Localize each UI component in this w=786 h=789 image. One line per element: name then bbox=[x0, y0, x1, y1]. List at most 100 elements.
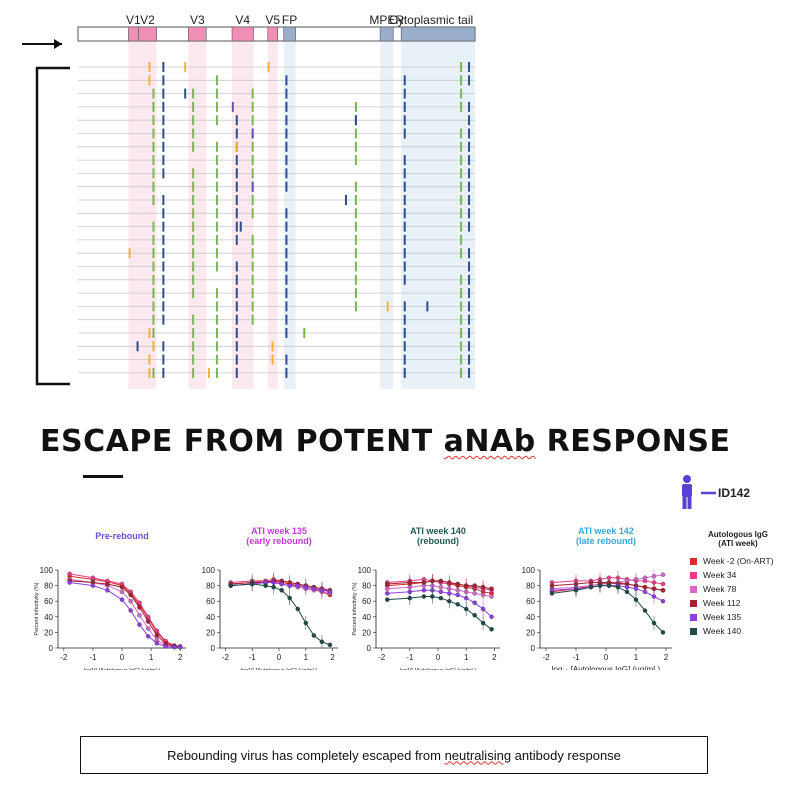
region-block-7 bbox=[400, 26, 476, 42]
x-tick-label: -1 bbox=[249, 653, 257, 662]
data-point bbox=[455, 588, 460, 593]
data-point bbox=[438, 584, 444, 590]
x-tick-label: -2 bbox=[222, 653, 230, 662]
data-point bbox=[137, 612, 142, 618]
data-point bbox=[263, 583, 268, 588]
data-point bbox=[573, 588, 579, 593]
y-tick-label: 60 bbox=[362, 597, 371, 606]
series-0 bbox=[228, 574, 333, 599]
data-point bbox=[137, 622, 142, 627]
data-point bbox=[549, 591, 555, 596]
legend-swatch bbox=[690, 599, 697, 607]
y-tick-label: 0 bbox=[531, 644, 536, 653]
data-point bbox=[633, 586, 639, 591]
data-point bbox=[651, 594, 657, 599]
participant-badge: ID142 bbox=[676, 474, 776, 514]
data-point bbox=[407, 580, 413, 585]
data-point bbox=[119, 597, 125, 602]
y-axis-label: Percent infectivity (%) bbox=[352, 582, 358, 635]
x-tick-label: 2 bbox=[178, 653, 183, 662]
y-tick-label: 20 bbox=[362, 628, 371, 637]
legend-item: Week 140 bbox=[690, 624, 786, 638]
data-point bbox=[279, 581, 284, 587]
data-point bbox=[438, 595, 444, 601]
x-tick-label: 1 bbox=[304, 653, 309, 662]
chart-panel-1: ATI week 135(early rebound)020406080100-… bbox=[202, 526, 338, 670]
legend: Autologous IgG(ATI week) Week -2 (On-ART… bbox=[690, 530, 786, 638]
region-block-3 bbox=[231, 26, 254, 42]
data-point bbox=[67, 571, 72, 577]
legend-item: Week 34 bbox=[690, 568, 786, 582]
series-4 bbox=[228, 575, 333, 598]
region-column-7 bbox=[401, 41, 475, 389]
note-highlight-word: neutralising bbox=[444, 747, 512, 763]
title-highlight-word: aNAb bbox=[443, 424, 536, 459]
legend-swatch bbox=[690, 613, 697, 621]
data-point bbox=[455, 592, 460, 598]
legend-swatch bbox=[690, 571, 697, 579]
data-point bbox=[447, 598, 452, 604]
series-1 bbox=[67, 571, 183, 649]
region-column-4 bbox=[267, 41, 278, 389]
data-point bbox=[154, 633, 160, 638]
chart-title: ATI week 140 bbox=[410, 526, 466, 536]
data-point bbox=[67, 580, 72, 585]
series-4 bbox=[67, 580, 183, 650]
chart-title: (late rebound) bbox=[576, 536, 636, 546]
region-label-0: V1 bbox=[126, 13, 141, 27]
title-divider bbox=[83, 475, 123, 478]
y-tick-label: 40 bbox=[44, 613, 53, 622]
chart-title: (rebound) bbox=[417, 536, 459, 546]
x-tick-label: -1 bbox=[406, 653, 414, 662]
data-point bbox=[642, 608, 648, 613]
series-3 bbox=[385, 573, 494, 595]
region-label-1: V2 bbox=[140, 13, 155, 27]
data-point bbox=[472, 583, 477, 588]
region-column-2 bbox=[188, 41, 207, 389]
data-point bbox=[303, 584, 309, 590]
y-tick-label: 20 bbox=[526, 628, 535, 637]
x-tick-label: -1 bbox=[89, 653, 97, 662]
data-point bbox=[480, 606, 486, 612]
x-tick-label: -2 bbox=[378, 653, 386, 662]
region-label-5: FP bbox=[282, 13, 297, 27]
region-column-6 bbox=[380, 41, 394, 389]
chart-title: (early rebound) bbox=[246, 536, 312, 546]
data-point bbox=[319, 639, 325, 645]
data-point bbox=[489, 614, 494, 620]
data-point bbox=[421, 594, 427, 599]
y-tick-label: 40 bbox=[206, 613, 215, 622]
data-point bbox=[463, 595, 469, 601]
data-point bbox=[319, 588, 325, 593]
x-tick-label: 1 bbox=[149, 653, 154, 662]
data-point bbox=[447, 580, 452, 585]
data-point bbox=[311, 633, 317, 638]
y-tick-label: 60 bbox=[206, 597, 215, 606]
legend-label: Week 135 bbox=[703, 612, 742, 623]
x-tick-label: -1 bbox=[572, 653, 580, 662]
data-point bbox=[311, 586, 317, 591]
region-block-5 bbox=[283, 26, 296, 42]
data-point bbox=[128, 608, 133, 613]
legend-item: Week 112 bbox=[690, 596, 786, 610]
y-tick-label: 100 bbox=[40, 566, 54, 575]
data-point bbox=[295, 583, 301, 588]
data-point bbox=[633, 597, 639, 602]
x-tick-label: 2 bbox=[492, 653, 497, 662]
data-point bbox=[455, 602, 460, 607]
region-column-0 bbox=[128, 41, 139, 389]
y-tick-label: 0 bbox=[211, 644, 216, 653]
region-block-2 bbox=[188, 26, 207, 42]
y-tick-label: 40 bbox=[526, 613, 535, 622]
data-point bbox=[137, 605, 142, 610]
sequence-rows bbox=[78, 62, 475, 378]
x-axis-label: log10 [Autologous IgG] (μg/mL) bbox=[400, 668, 477, 670]
data-point bbox=[163, 644, 168, 649]
data-point bbox=[154, 641, 160, 646]
data-point bbox=[455, 581, 460, 587]
data-point bbox=[642, 589, 648, 595]
arrow-head-icon bbox=[54, 39, 62, 49]
data-point bbox=[624, 589, 630, 595]
